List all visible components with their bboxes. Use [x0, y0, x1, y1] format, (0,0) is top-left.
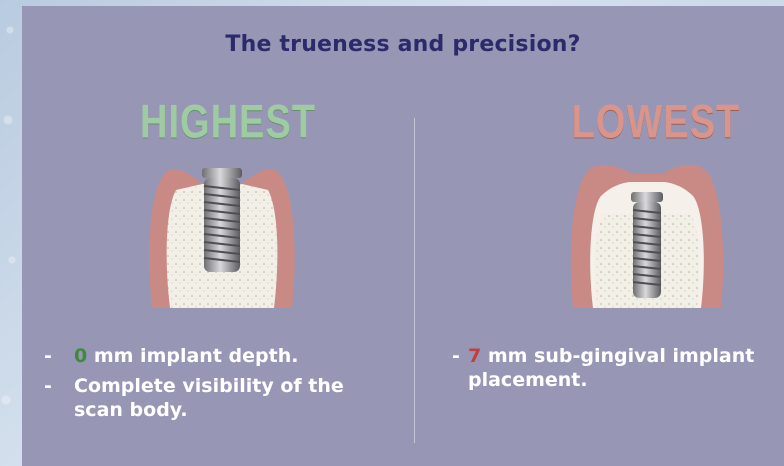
bullet-dash: -	[44, 344, 74, 368]
slide-title: The trueness and precision?	[22, 32, 784, 57]
column-divider	[414, 118, 415, 443]
heading-lowest: LOWEST	[536, 96, 776, 150]
implant-subgingival-icon	[567, 158, 727, 318]
heading-highest: HIGHEST	[108, 96, 348, 150]
list-item: - 7 mm sub-gingival implant placement.	[452, 344, 782, 392]
depth-value: 7	[468, 345, 481, 367]
slide: The trueness and precision? HIGHEST LOWE…	[22, 6, 784, 466]
bullet-text: 0 mm implant depth.	[74, 344, 298, 368]
list-item: - 0 mm implant depth.	[44, 344, 384, 368]
list-item: - Complete visibility of the scan body.	[44, 374, 384, 422]
lowest-bullet-list: - 7 mm sub-gingival implant placement.	[452, 344, 782, 398]
bullet-dash: -	[44, 374, 74, 422]
highest-bullet-list: - 0 mm implant depth. - Complete visibil…	[44, 344, 384, 428]
bullet-text: Complete visibility of the scan body.	[74, 374, 384, 422]
bullet-dash: -	[452, 344, 468, 392]
bullet-text: 7 mm sub-gingival implant placement.	[468, 344, 782, 392]
implant-at-bone-level-icon	[142, 158, 302, 318]
depth-value: 0	[74, 345, 87, 367]
